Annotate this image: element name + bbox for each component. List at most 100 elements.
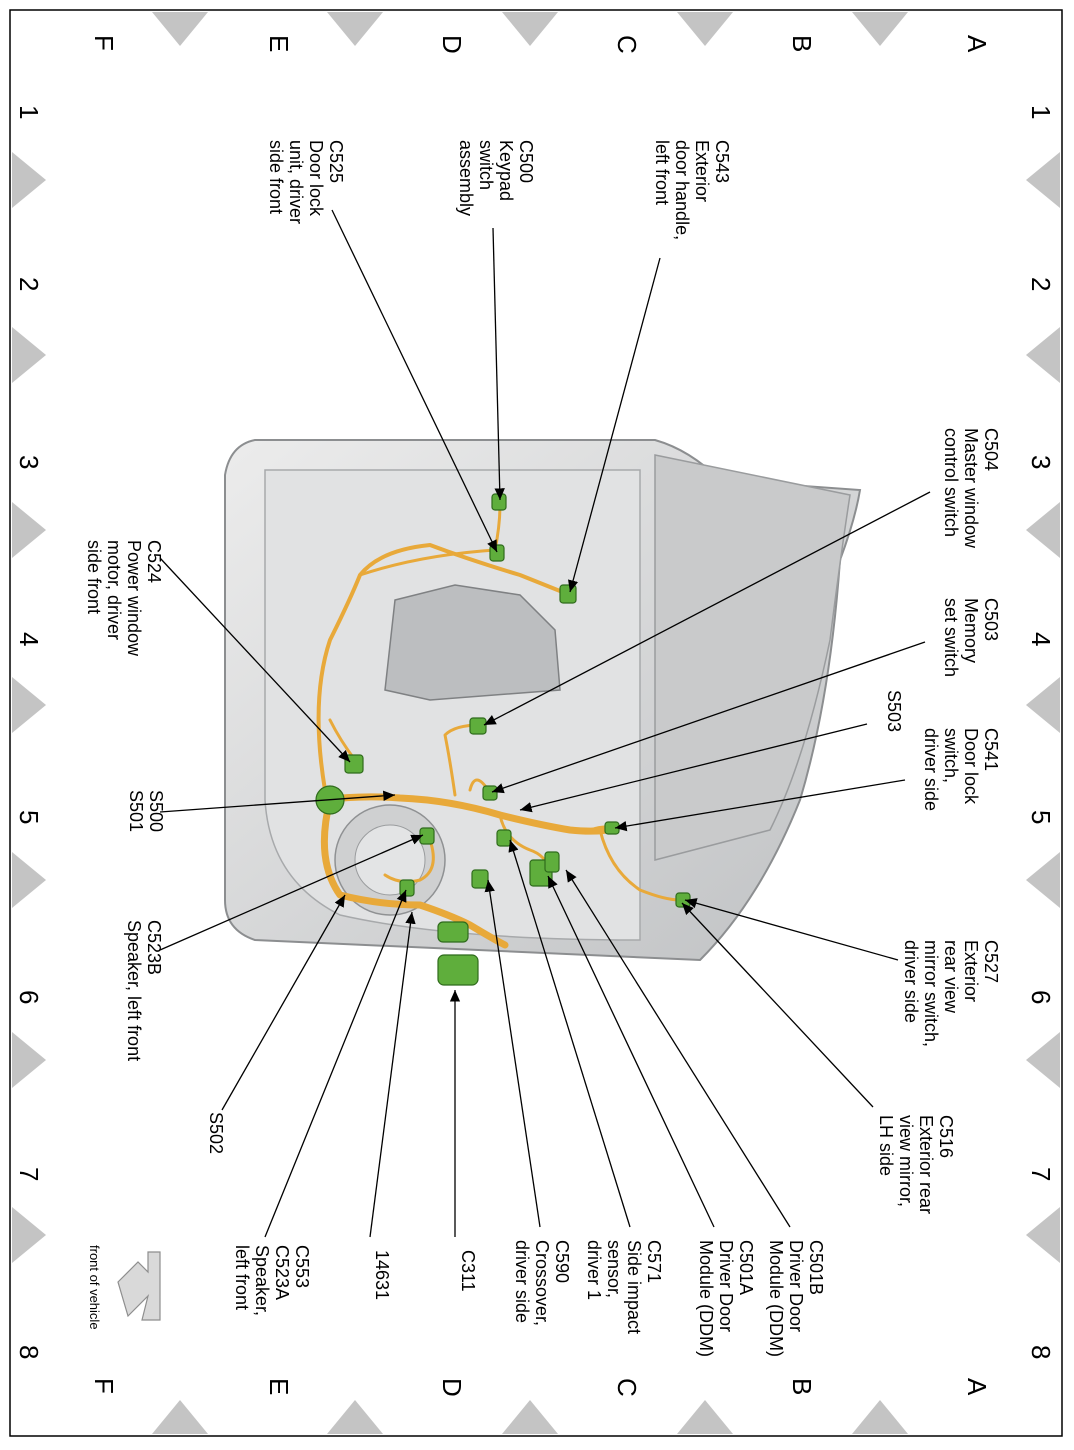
border-triangle xyxy=(327,12,383,46)
leader-c525 xyxy=(331,209,498,553)
border-triangle xyxy=(1026,852,1060,908)
grid-row-label: F xyxy=(89,1378,119,1394)
leader-c571 xyxy=(508,839,631,1228)
border-triangle xyxy=(502,12,558,46)
grid-row-label: B xyxy=(787,35,817,52)
grid-column-label: 6 xyxy=(14,990,44,1004)
grid-row-label: E xyxy=(264,1378,294,1395)
grid-row-label: C xyxy=(612,35,642,54)
door-window-frame xyxy=(654,454,851,861)
border-triangle xyxy=(1026,677,1060,733)
callout-c590: C590 Crossover, driver side xyxy=(512,1240,572,1331)
grid-row-label: C xyxy=(612,1378,642,1397)
callout-c525: C525 Door lock unit, driver side front xyxy=(266,140,346,229)
callout-c516: C516 Exterior rear view mirror, LH side xyxy=(876,1115,956,1219)
callout-c527: C527 Exterior rear view mirror switch, d… xyxy=(901,940,1001,1052)
grid-column-label: 8 xyxy=(14,1345,44,1359)
connector-c504 xyxy=(469,717,487,735)
border-triangle xyxy=(852,1400,908,1434)
harness-upper-branch xyxy=(316,543,572,792)
front-of-vehicle-indicator: front of vehicle xyxy=(87,1245,161,1330)
leader-s502 xyxy=(221,894,346,1111)
border-triangle xyxy=(12,1032,46,1088)
connector-c590 xyxy=(471,869,489,889)
connector-c553 xyxy=(399,879,415,897)
callout-c541: C541 Door lock switch, driver side xyxy=(921,728,1001,811)
grid-column-label: 4 xyxy=(1026,632,1056,646)
callout-c571: C571 Side impact sensor, driver 1 xyxy=(584,1240,664,1339)
leader-c553 xyxy=(264,889,407,1238)
harness-main-trunk xyxy=(321,793,619,835)
grid-row-label: A xyxy=(962,1378,992,1396)
grid-column-label: 7 xyxy=(14,1167,44,1181)
connector-14631 xyxy=(437,921,469,943)
border-triangle xyxy=(1026,1207,1060,1263)
connector-c500 xyxy=(491,493,507,511)
leader-lines xyxy=(159,209,931,1238)
leader-c590 xyxy=(484,879,541,1228)
grid-row-label: D xyxy=(437,35,467,54)
callout-s503: S503 xyxy=(884,690,904,732)
leader-c501a xyxy=(547,875,715,1228)
grid-row-label: D xyxy=(437,1378,467,1397)
border-triangle xyxy=(12,1207,46,1263)
callout-c311: C311 xyxy=(458,1250,478,1292)
connector-c503 xyxy=(482,785,498,801)
leader-c527 xyxy=(684,898,899,961)
border-triangle xyxy=(12,502,46,558)
border-triangle xyxy=(502,1400,558,1434)
connector-c311 xyxy=(437,954,479,986)
leader-s503 xyxy=(519,723,868,813)
front-of-vehicle-label: front of vehicle xyxy=(87,1245,102,1330)
leader-c501b xyxy=(565,869,791,1228)
leader-s500s501 xyxy=(159,790,396,813)
grid-column-label: 5 xyxy=(14,810,44,824)
callout-labels: C543 Exterior door handle, left front C5… xyxy=(84,140,1001,1357)
callout-c524: C524 Power window motor, driver side fro… xyxy=(84,540,164,661)
grid-column-label: 1 xyxy=(14,105,44,119)
border-triangle xyxy=(1026,1032,1060,1088)
grid-row-label: E xyxy=(264,35,294,52)
callout-c503: C503 Memory set switch xyxy=(941,598,1001,677)
grid-column-label: 2 xyxy=(14,277,44,291)
harness-mirror-branch xyxy=(598,828,682,902)
callout-c504: C504 Master window control switch xyxy=(941,428,1001,553)
grid-column-label: 3 xyxy=(1026,455,1056,469)
grid-column-label: 5 xyxy=(1026,810,1056,824)
border-triangle xyxy=(1026,327,1060,383)
diagram-border xyxy=(9,9,1063,1437)
harness-lower-trunk xyxy=(320,796,509,949)
callout-c553: C553 C523A Speaker, left front xyxy=(232,1245,312,1321)
leader-c543 xyxy=(568,257,661,593)
callout-c523b: C523B Speaker, left front xyxy=(124,920,164,1061)
border-triangle xyxy=(1026,152,1060,208)
grid-column-label: 6 xyxy=(1026,990,1056,1004)
callout-c501a: C501A Driver Door Module (DDM) xyxy=(696,1240,756,1357)
connectors xyxy=(315,493,691,986)
grid-column-labels-left: 1 2 3 4 5 6 7 8 xyxy=(14,105,44,1359)
leader-c541 xyxy=(614,779,906,832)
grid-row-labels-top: A B C D E F xyxy=(89,35,992,54)
border-triangle xyxy=(677,1400,733,1434)
leader-c524 xyxy=(159,557,351,763)
leader-c523b xyxy=(159,834,424,951)
callout-c500: C500 Keypad switch assembly xyxy=(456,140,536,216)
grid-column-label: 3 xyxy=(14,455,44,469)
leader-c516 xyxy=(681,902,874,1108)
connector-c543 xyxy=(559,584,577,604)
grid-column-labels-right: 1 2 3 4 5 6 7 8 xyxy=(1026,105,1056,1359)
leader-c500 xyxy=(492,227,505,501)
border-triangle xyxy=(12,852,46,908)
border-triangle xyxy=(152,1400,208,1434)
callout-s500s501: S500 S501 xyxy=(126,790,166,837)
arrow-icon xyxy=(117,1251,161,1321)
border-triangle xyxy=(1026,502,1060,558)
connector-c525 xyxy=(489,544,505,562)
callout-c543: C543 Exterior door handle, left front xyxy=(652,140,732,245)
leader-c504 xyxy=(483,491,931,726)
callout-14631: 14631 xyxy=(372,1250,392,1300)
border-triangle xyxy=(12,152,46,208)
border-triangle xyxy=(12,327,46,383)
border-triangles xyxy=(12,12,1060,1434)
